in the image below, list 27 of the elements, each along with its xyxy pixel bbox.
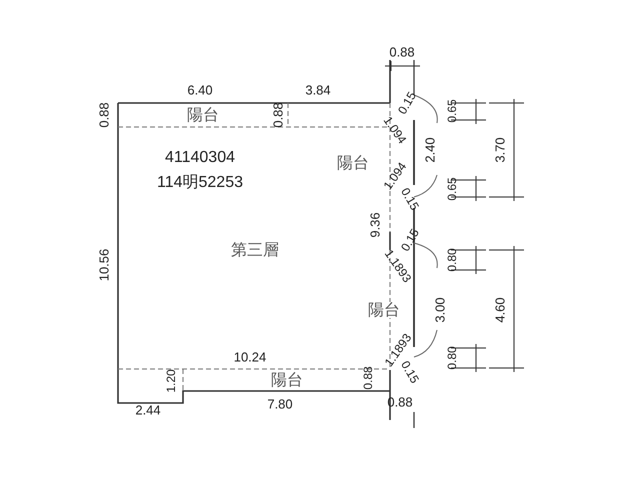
dimension-text: 0.65 [446, 177, 458, 201]
dimension-text: 4.60 [494, 297, 506, 323]
dimension-text: 0.80 [446, 346, 458, 370]
dimension-text: 0.80 [446, 248, 458, 272]
dimension-text: 2.40 [424, 137, 436, 163]
lot-number-text: 114明52253 [157, 175, 243, 191]
dimension-text: 1.20 [165, 369, 177, 393]
dimension-text: 3.00 [434, 297, 446, 323]
lot-number-text: 41140304 [165, 150, 235, 166]
dimension-text: 10.56 [98, 248, 110, 282]
room-label: 陽台 [271, 372, 303, 388]
dimension-text: 0.65 [446, 99, 458, 123]
dimension-text: 0.88 [362, 366, 374, 390]
dimension-text: 0.88 [98, 102, 110, 128]
floor-name-text: 第三層 [231, 242, 279, 258]
dimension-text: 3.84 [305, 84, 331, 96]
dimension-text: 0.88 [389, 46, 415, 58]
room-label: 陽台 [187, 107, 219, 123]
dimension-text: 0.88 [272, 102, 284, 128]
dimension-text: 3.70 [494, 137, 506, 163]
dimension-text: 9.36 [368, 212, 382, 238]
dimension-text: 7.80 [267, 398, 293, 410]
room-label: 陽台 [337, 155, 369, 171]
dimension-text: 10.24 [234, 350, 266, 364]
room-label: 陽台 [368, 302, 400, 318]
dimension-text: 6.40 [187, 84, 213, 96]
dimension-text: 2.44 [135, 404, 161, 416]
